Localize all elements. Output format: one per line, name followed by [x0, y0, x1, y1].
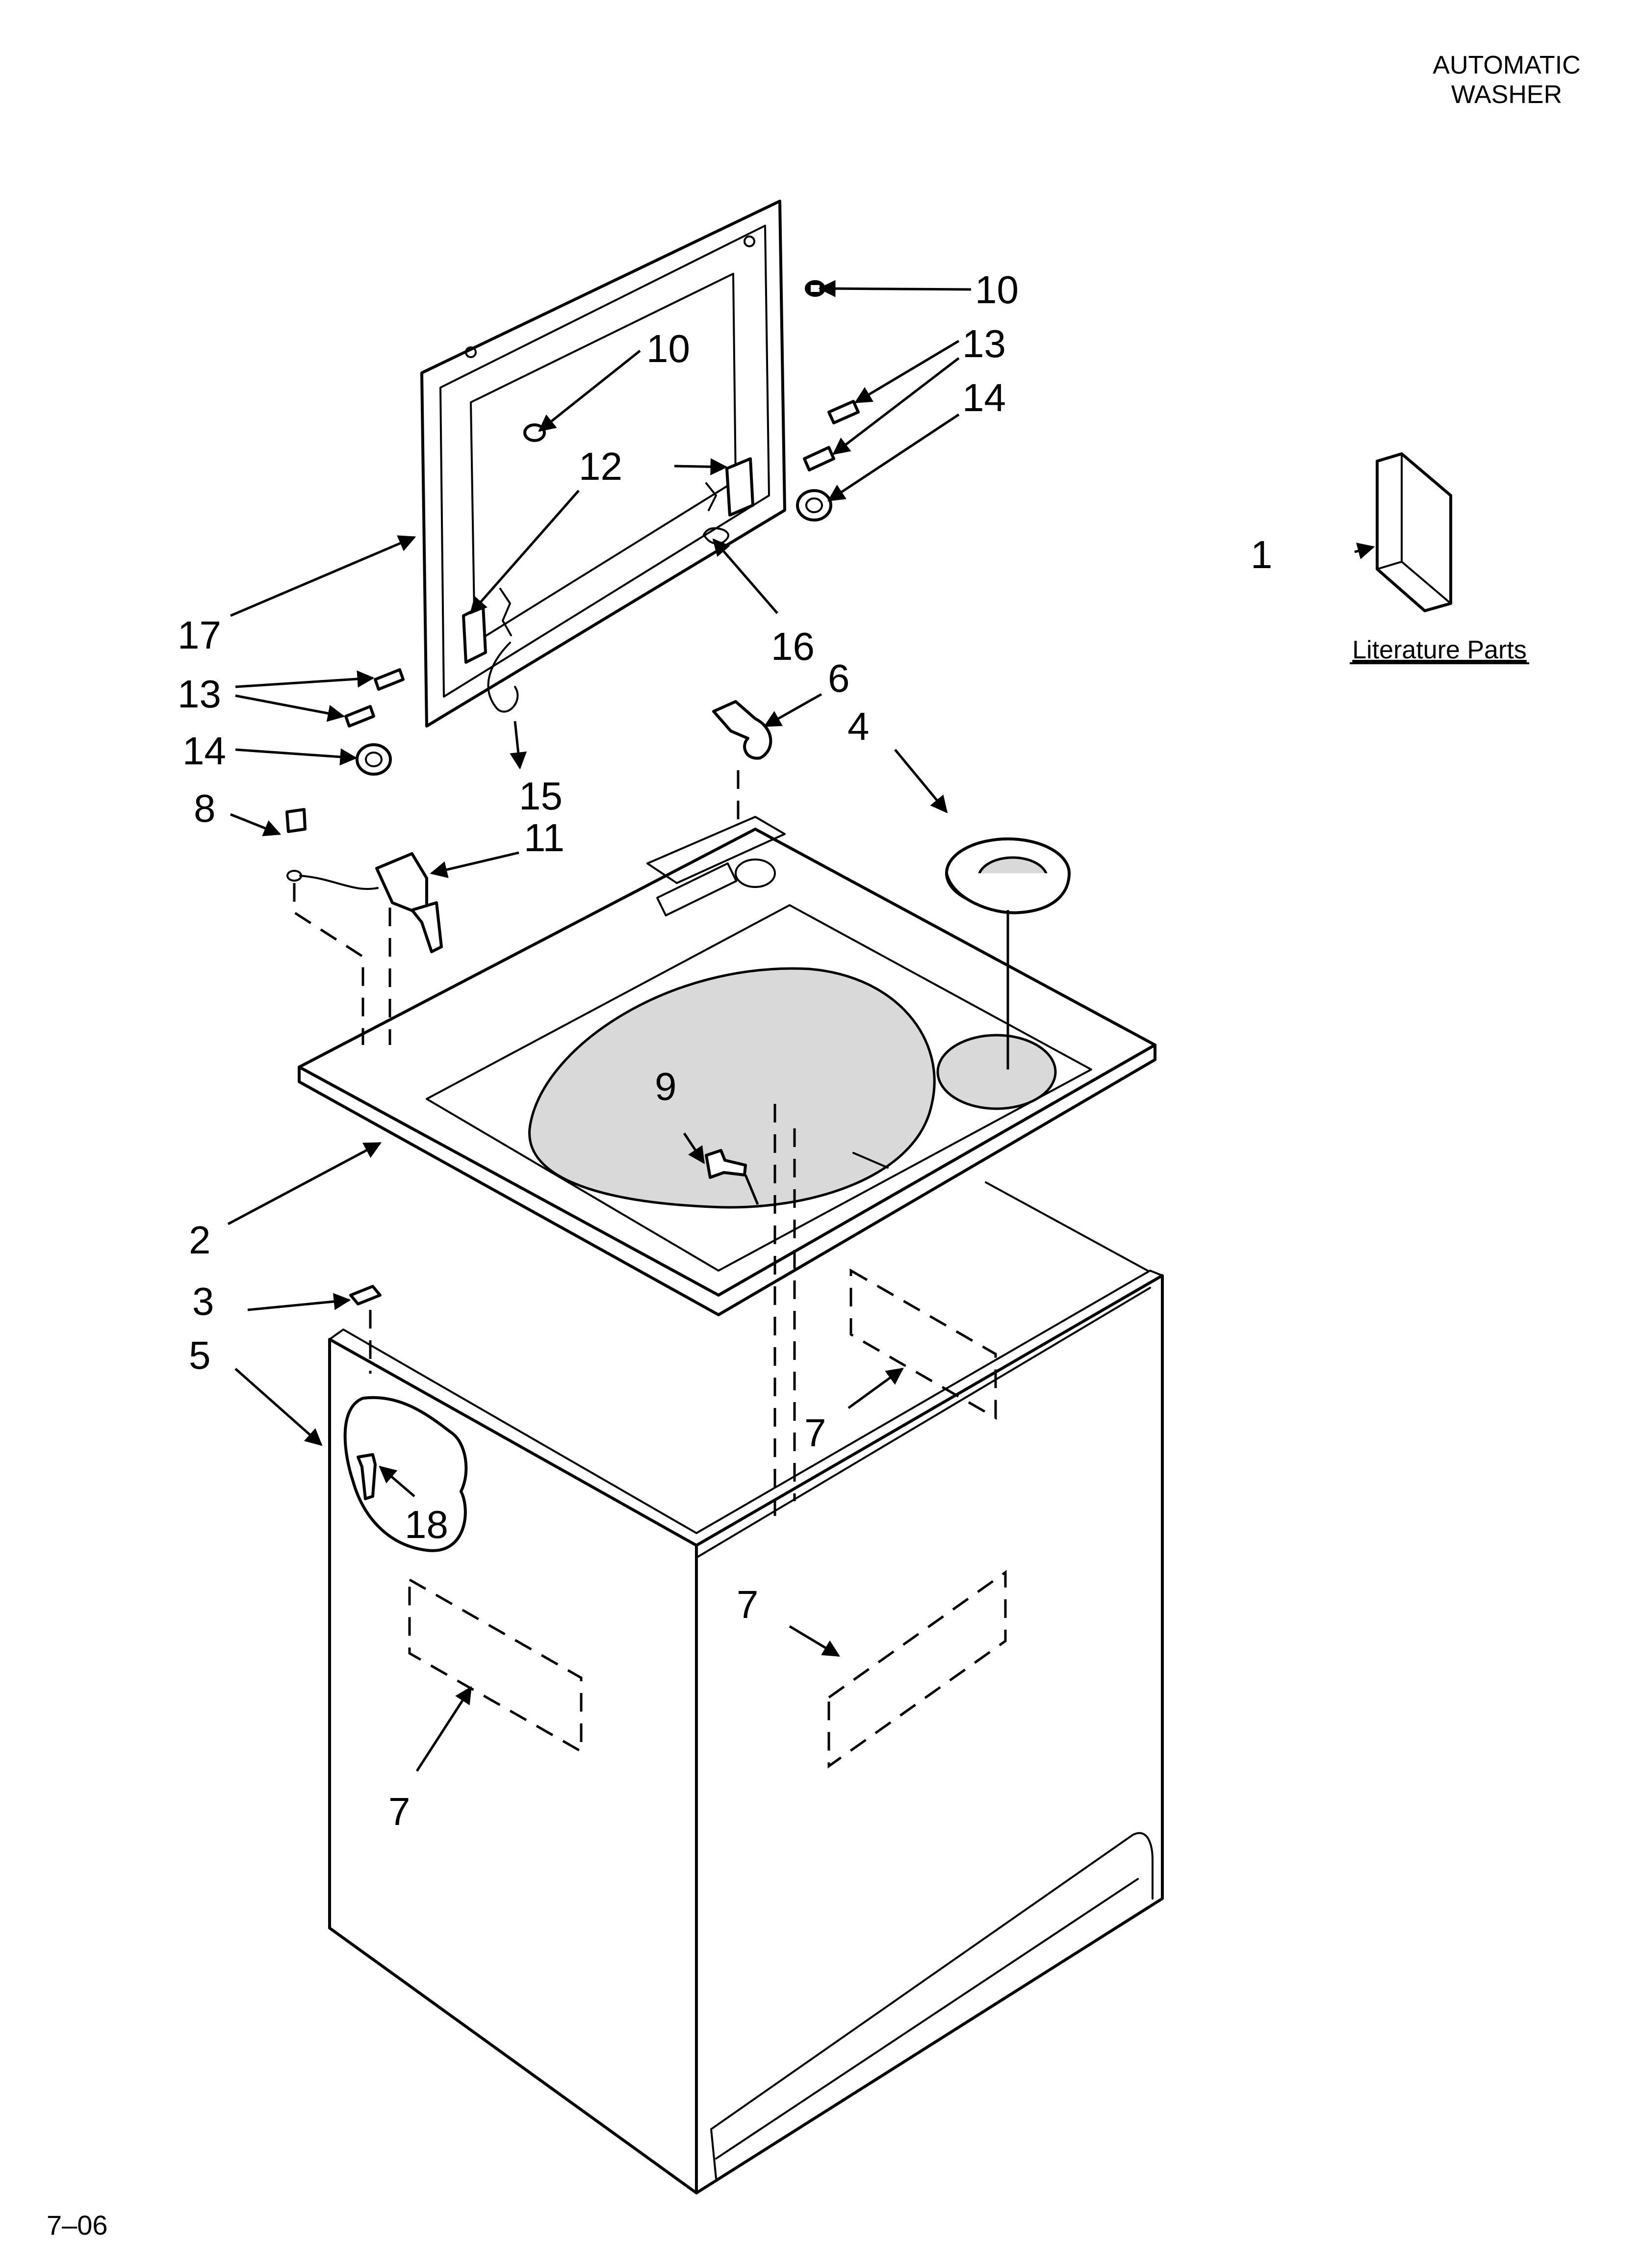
callout-10-lower: 10	[646, 327, 690, 370]
callout-1: 1	[1251, 533, 1273, 576]
clip-drawing	[703, 527, 729, 545]
screw-13-left-a-drawing	[374, 668, 405, 691]
callout-2: 2	[189, 1218, 211, 1262]
label-area-side	[408, 1577, 583, 1754]
callout-9: 9	[655, 1065, 677, 1108]
literature-parts-drawing	[1376, 452, 1452, 612]
callout-numbers: 10 13 14 10 12 1 17 16 13 6 4 14 15 8 11…	[178, 268, 1273, 1833]
callout-3: 3	[192, 1279, 214, 1323]
leader-arrows	[227, 280, 1375, 1772]
grommet-14-right-drawing	[796, 489, 832, 521]
clamp-6-drawing	[712, 700, 772, 760]
callout-14-upper: 14	[962, 376, 1006, 419]
callout-12: 12	[579, 444, 622, 488]
wire-drawing	[487, 642, 519, 713]
dispenser-4-drawing	[945, 837, 1071, 914]
callout-16: 16	[771, 625, 815, 668]
screw-8-drawing	[285, 808, 379, 890]
callout-7-front: 7	[737, 1583, 759, 1626]
callout-17: 17	[178, 613, 221, 657]
lid-switch-drawing	[375, 852, 443, 953]
cutaway-drawing	[343, 1396, 468, 1552]
lid-drawing	[420, 200, 786, 728]
callout-15: 15	[519, 774, 563, 818]
screw-9-drawing	[705, 1149, 747, 1179]
bumper-10-lower-drawing	[523, 423, 546, 442]
callout-4: 4	[847, 704, 870, 748]
callout-6: 6	[828, 656, 850, 700]
footer-code: 7–06	[47, 2210, 108, 2241]
literature-parts-label: Literature Parts	[1352, 636, 1527, 664]
header-line-2: WASHER	[1451, 80, 1562, 109]
label-area-front	[827, 1570, 1007, 1769]
grommet-14-left-drawing	[356, 743, 392, 776]
callout-5: 5	[189, 1333, 211, 1377]
screw-13-right-a-drawing	[827, 400, 860, 424]
callout-13-lower: 13	[178, 672, 221, 716]
screw-13-left-b-drawing	[344, 705, 375, 728]
callout-10-upper: 10	[975, 268, 1019, 312]
callout-7-rear: 7	[804, 1411, 826, 1455]
callout-7-side: 7	[388, 1790, 410, 1833]
screw-13-right-b-drawing	[803, 446, 835, 471]
clip-3-drawing	[349, 1285, 382, 1374]
header-line-1: AUTOMATIC	[1433, 51, 1580, 79]
callout-18: 18	[405, 1503, 448, 1546]
callout-14-lower: 14	[182, 729, 226, 773]
callout-11: 11	[524, 816, 564, 860]
callout-13-upper: 13	[962, 322, 1006, 365]
hinge-right-drawing	[705, 457, 754, 517]
assembly-lines	[293, 770, 1009, 1205]
label-area-rear	[849, 1268, 997, 1420]
callout-8: 8	[194, 786, 216, 830]
washer-top-drawing	[298, 816, 1156, 1316]
cabinet-drawing	[328, 1104, 1164, 2194]
